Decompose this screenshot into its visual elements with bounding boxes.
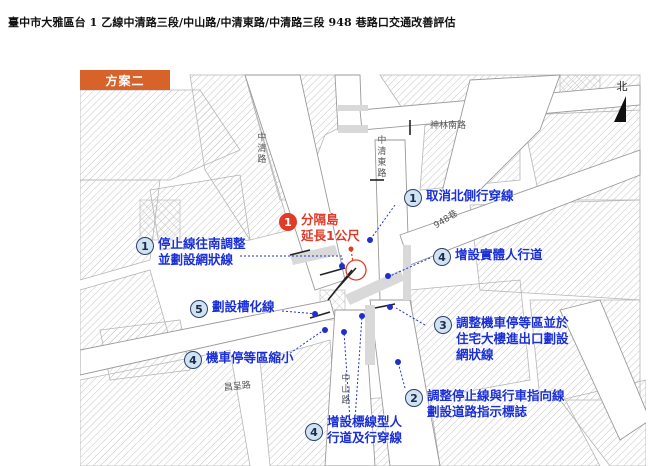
plan-tab: 方案二 — [80, 70, 170, 90]
callout-stopline-arrows: 2 調整停止線與行車指向線 劃設道路指示標誌 — [405, 388, 565, 420]
callout-line: 分隔島 — [301, 212, 339, 227]
number-badge-icon: 4 — [305, 423, 323, 441]
callout-line: 停止線往南調整 — [158, 236, 246, 251]
callout-add-sidewalk: 4 增設實體人行道 — [433, 247, 543, 266]
callout-line: 增設實體人行道 — [455, 247, 543, 262]
callout-line: 行道及行穿線 — [327, 430, 403, 445]
north-arrow: 北 — [612, 78, 632, 128]
number-badge-icon: 1 — [136, 237, 154, 255]
number-badge-icon: 1 — [279, 213, 297, 231]
number-badge-icon: 5 — [190, 300, 208, 318]
map-drawing — [80, 74, 646, 466]
callout-moto-box-shrink: 4 機車停等區縮小 — [184, 350, 294, 369]
number-badge-icon: 4 — [433, 248, 451, 266]
number-badge-icon: 2 — [405, 389, 423, 407]
callout-line: 並劃設網狀線 — [158, 252, 234, 267]
callout-stopline-south: 1 停止線往南調整 並劃設網狀線 — [136, 236, 246, 268]
number-badge-icon: 4 — [184, 351, 202, 369]
road-label-zhongqing-east: 中清東路 — [375, 135, 386, 179]
callout-moto-box-adjust: 3 調整機車停等區並於 住宅大樓進出口劃設 網狀線 — [434, 315, 569, 363]
callout-marked-sidewalk-crosswalk: 4 增設標線型人 行道及行穿線 — [305, 414, 402, 446]
callout-line: 劃設槽化線 — [212, 299, 275, 314]
road-label-zhongshan: 中山路 — [339, 373, 350, 406]
intersection-map: 中清路 中清東路 神林南路 948巷 昌呈路 中山路 — [80, 70, 646, 466]
number-badge-icon: 3 — [434, 316, 452, 334]
road-label-shenlin-south: 神林南路 — [430, 121, 467, 131]
number-badge-icon: 1 — [404, 189, 422, 207]
north-label: 北 — [616, 80, 628, 93]
callout-cancel-north-crosswalk: 1 取消北側行穿線 — [404, 188, 514, 207]
callout-line: 劃設道路指示標誌 — [427, 404, 528, 419]
callout-line: 增設標線型人 — [327, 414, 403, 429]
callout-line: 調整機車停等區並於 — [456, 315, 569, 330]
callout-line: 取消北側行穿線 — [426, 188, 514, 203]
north-arrow-icon — [614, 96, 626, 122]
road-label-zhongqing: 中清路 — [255, 132, 266, 165]
callout-line: 住宅大樓進出口劃設 — [456, 331, 569, 346]
callout-channelization: 5 劃設槽化線 — [190, 299, 275, 318]
document-title: 臺中市大雅區台 1 乙線中清路三段/中山路/中清東路/中清路三段 948 巷路口… — [8, 16, 456, 29]
callout-line: 網狀線 — [456, 347, 494, 362]
callout-line: 調整停止線與行車指向線 — [427, 388, 565, 403]
callout-median-extension: 1 分隔島 延長1公尺 — [279, 212, 360, 244]
callout-line: 延長1公尺 — [301, 228, 360, 243]
callout-line: 機車停等區縮小 — [206, 350, 294, 365]
